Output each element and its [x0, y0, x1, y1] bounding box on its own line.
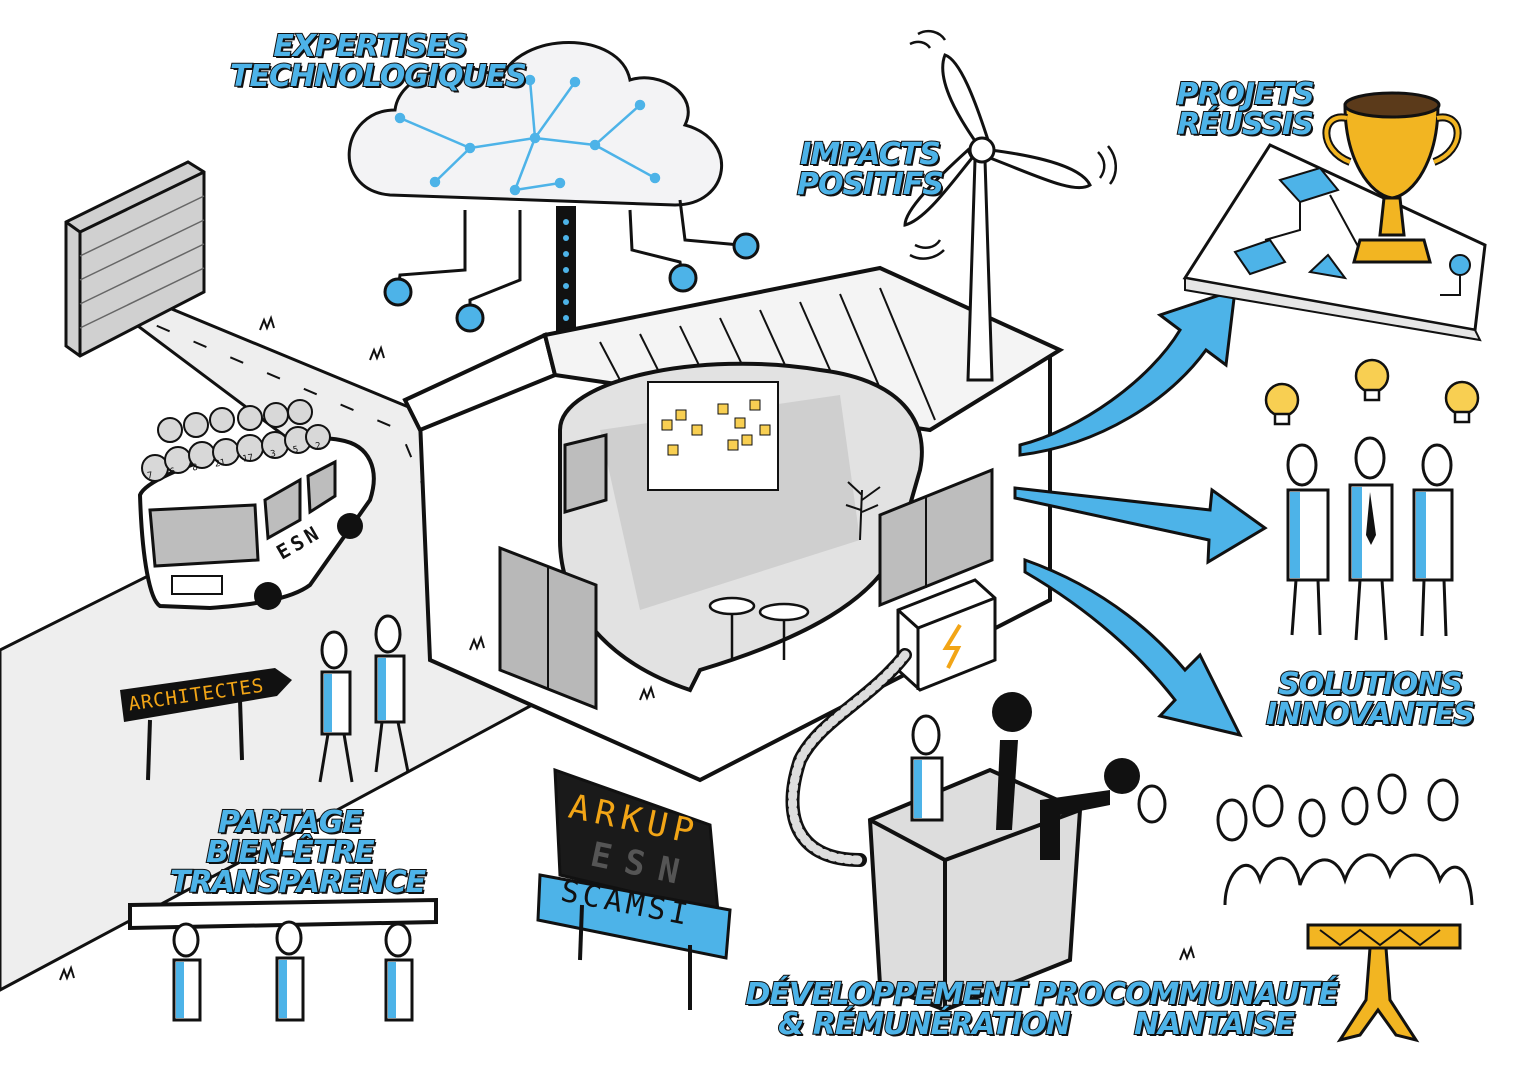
label-partage-bien-etre-transparence: PARTAGE BIEN-ÊTRE TRANSPARENCE	[169, 805, 427, 900]
passenger-number: 5	[292, 445, 300, 456]
control-lever	[867, 692, 1167, 1013]
crane-icon	[1306, 923, 1462, 1043]
label-line: INNOVANTES	[1265, 697, 1476, 732]
label-line: EXPERTISES	[272, 29, 468, 64]
bus-icon	[137, 399, 376, 611]
label-line: DÉVELOPPEMENT PRO	[744, 977, 1104, 1012]
label-line: SOLUTIONS	[1277, 667, 1464, 702]
label-line: PARTAGE	[217, 805, 364, 840]
label-line: & RÉMUNÉRATION	[777, 1007, 1072, 1042]
passenger-number: 7	[146, 470, 154, 482]
label-projets-reussis: PROJETS RÉUSSIS	[1160, 77, 1330, 142]
label-communaute-nantaise: COMMUNAUTÉ NANTAISE	[1103, 977, 1340, 1042]
passenger-number: 8	[191, 462, 199, 474]
label-line: COMMUNAUTÉ	[1103, 977, 1340, 1012]
brick-wall-icon	[64, 160, 206, 358]
label-line: BIEN-ÊTRE	[205, 835, 376, 870]
label-line: POSITIFS	[796, 167, 945, 202]
company-signboard	[536, 767, 732, 1010]
passenger-number: 6	[168, 466, 177, 478]
light-bulb-icon	[1264, 358, 1480, 426]
passenger-number: 2	[314, 441, 322, 452]
wind-turbine-icon	[903, 29, 1117, 382]
community-crowd	[1216, 773, 1474, 906]
label-solutions-innovantes: SOLUTIONS INNOVANTES	[1262, 667, 1478, 732]
growth-arrows	[1013, 287, 1268, 738]
supporting-beam	[128, 897, 438, 1022]
label-line: PROJETS	[1175, 77, 1315, 112]
grass	[59, 314, 1195, 981]
passenger-number: 21	[213, 457, 227, 470]
trophy-icon	[1322, 91, 1462, 264]
label-developpement-remuneration: DÉVELOPPEMENT PRO & RÉMUNÉRATION	[744, 977, 1104, 1042]
passenger-number: 17	[241, 453, 255, 465]
architectes-signpost	[120, 668, 292, 781]
label-line: IMPACTS	[799, 137, 942, 172]
label-expertises-technologiques: EXPERTISES TECHNOLOGIQUES	[229, 29, 528, 94]
building	[402, 265, 1065, 867]
cloud-network-icon	[347, 41, 760, 334]
project-board	[1182, 143, 1487, 342]
label-line: TECHNOLOGIQUES	[229, 59, 528, 94]
label-line: RÉUSSIS	[1176, 107, 1315, 142]
label-line: TRANSPARENCE	[169, 865, 427, 900]
passenger-number: 3	[269, 449, 277, 460]
label-line: NANTAISE	[1133, 1007, 1296, 1042]
label-impacts-positifs: IMPACTS POSITIFS	[780, 137, 960, 202]
